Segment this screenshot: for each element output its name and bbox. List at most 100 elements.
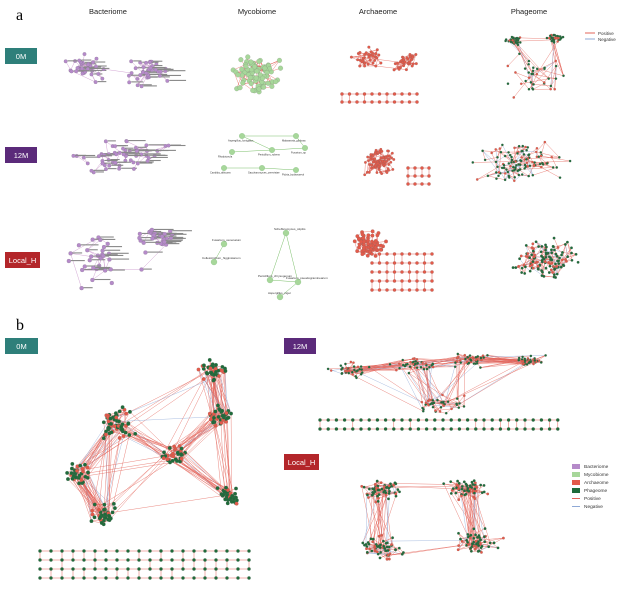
node-label-mark (170, 144, 182, 146)
network-edge (464, 494, 489, 547)
network-node (523, 167, 526, 170)
network-node (386, 157, 390, 161)
network-node (375, 486, 378, 490)
network-node (514, 71, 517, 74)
network-node (556, 40, 559, 43)
network-node (220, 408, 225, 413)
chain-node (38, 549, 42, 553)
network-node (358, 367, 361, 371)
network-edge (497, 148, 501, 158)
network-edge (361, 366, 400, 369)
network-node (352, 365, 356, 368)
network-edge (365, 493, 368, 545)
network-node (457, 487, 461, 491)
network-node (402, 551, 405, 554)
network-node (548, 34, 552, 38)
network-edge (451, 359, 534, 410)
chain-node (457, 418, 462, 422)
network-node (456, 479, 459, 483)
chain-node (413, 182, 417, 186)
network-node (574, 252, 578, 256)
network-edge (372, 495, 396, 550)
network-node (128, 409, 132, 414)
network-node (519, 82, 523, 86)
panel-b-badge-12M-label: 12M (293, 342, 308, 351)
network-node (165, 78, 170, 83)
network-node (526, 146, 530, 149)
network-node (473, 481, 477, 485)
chain-node (427, 166, 431, 170)
network-node (415, 358, 419, 361)
node-label-mark (104, 162, 113, 164)
node-label-mark (125, 153, 140, 155)
network-node (539, 151, 543, 154)
network-node (249, 67, 255, 73)
network-edge (432, 364, 456, 367)
network-node (94, 56, 99, 61)
network-node (516, 169, 520, 173)
network-node (466, 533, 470, 536)
network-node (373, 157, 376, 161)
network-node (539, 361, 543, 364)
mycobiome-localH-labels: Schefferomyces_stipitisFusarium_venenatu… (202, 227, 328, 301)
network-node (457, 531, 460, 535)
network-node (497, 171, 501, 174)
chain-node (181, 567, 185, 571)
network-node (420, 400, 424, 404)
network-node (83, 474, 88, 479)
network-node (510, 158, 514, 162)
chain-node (148, 567, 152, 571)
network-edge (362, 501, 376, 544)
network-node (384, 239, 388, 244)
network-edge (386, 487, 389, 556)
network-edge (364, 57, 403, 63)
network-node (394, 492, 398, 496)
network-node (388, 363, 392, 366)
network-edge (526, 159, 535, 167)
network-edge (395, 483, 459, 485)
chain-node (247, 558, 251, 562)
network-node (565, 259, 568, 263)
network-node (387, 557, 391, 561)
chain-node (159, 576, 163, 580)
node-label-mark (169, 79, 187, 81)
network-node (523, 272, 527, 275)
network-node (554, 252, 558, 256)
network-node (144, 143, 149, 148)
network-node (530, 72, 533, 76)
network-edge (515, 41, 534, 85)
network-edge (457, 358, 471, 362)
network-node (395, 61, 399, 65)
chain-node (82, 567, 86, 571)
network-edge (369, 366, 422, 403)
network-node (511, 169, 514, 172)
node-label-mark (150, 156, 168, 158)
chain-node (38, 558, 42, 562)
network-node (208, 366, 213, 371)
chain-node (408, 427, 412, 431)
node-label-mark (125, 147, 134, 149)
mycobiome-node-label: Rhodotorula (218, 155, 233, 159)
network-node (79, 286, 84, 291)
network-node (534, 150, 538, 154)
network-node (96, 72, 101, 76)
network-node (89, 519, 94, 523)
network-node (490, 151, 493, 155)
chain-node (400, 261, 404, 265)
network-node (379, 551, 383, 554)
network-node (385, 486, 388, 489)
network-edge (85, 476, 95, 505)
network-node (106, 419, 111, 424)
network-node (392, 483, 396, 487)
network-node (374, 52, 378, 56)
network-node (531, 242, 535, 246)
network-node (117, 166, 122, 171)
network-edge (345, 362, 354, 365)
chain-node (49, 576, 53, 580)
network-node (124, 411, 129, 416)
network-node (367, 365, 371, 369)
network-node (387, 484, 391, 488)
network-node (250, 87, 256, 93)
legend-label: Mycobiome (584, 472, 609, 478)
network-node (463, 489, 466, 493)
